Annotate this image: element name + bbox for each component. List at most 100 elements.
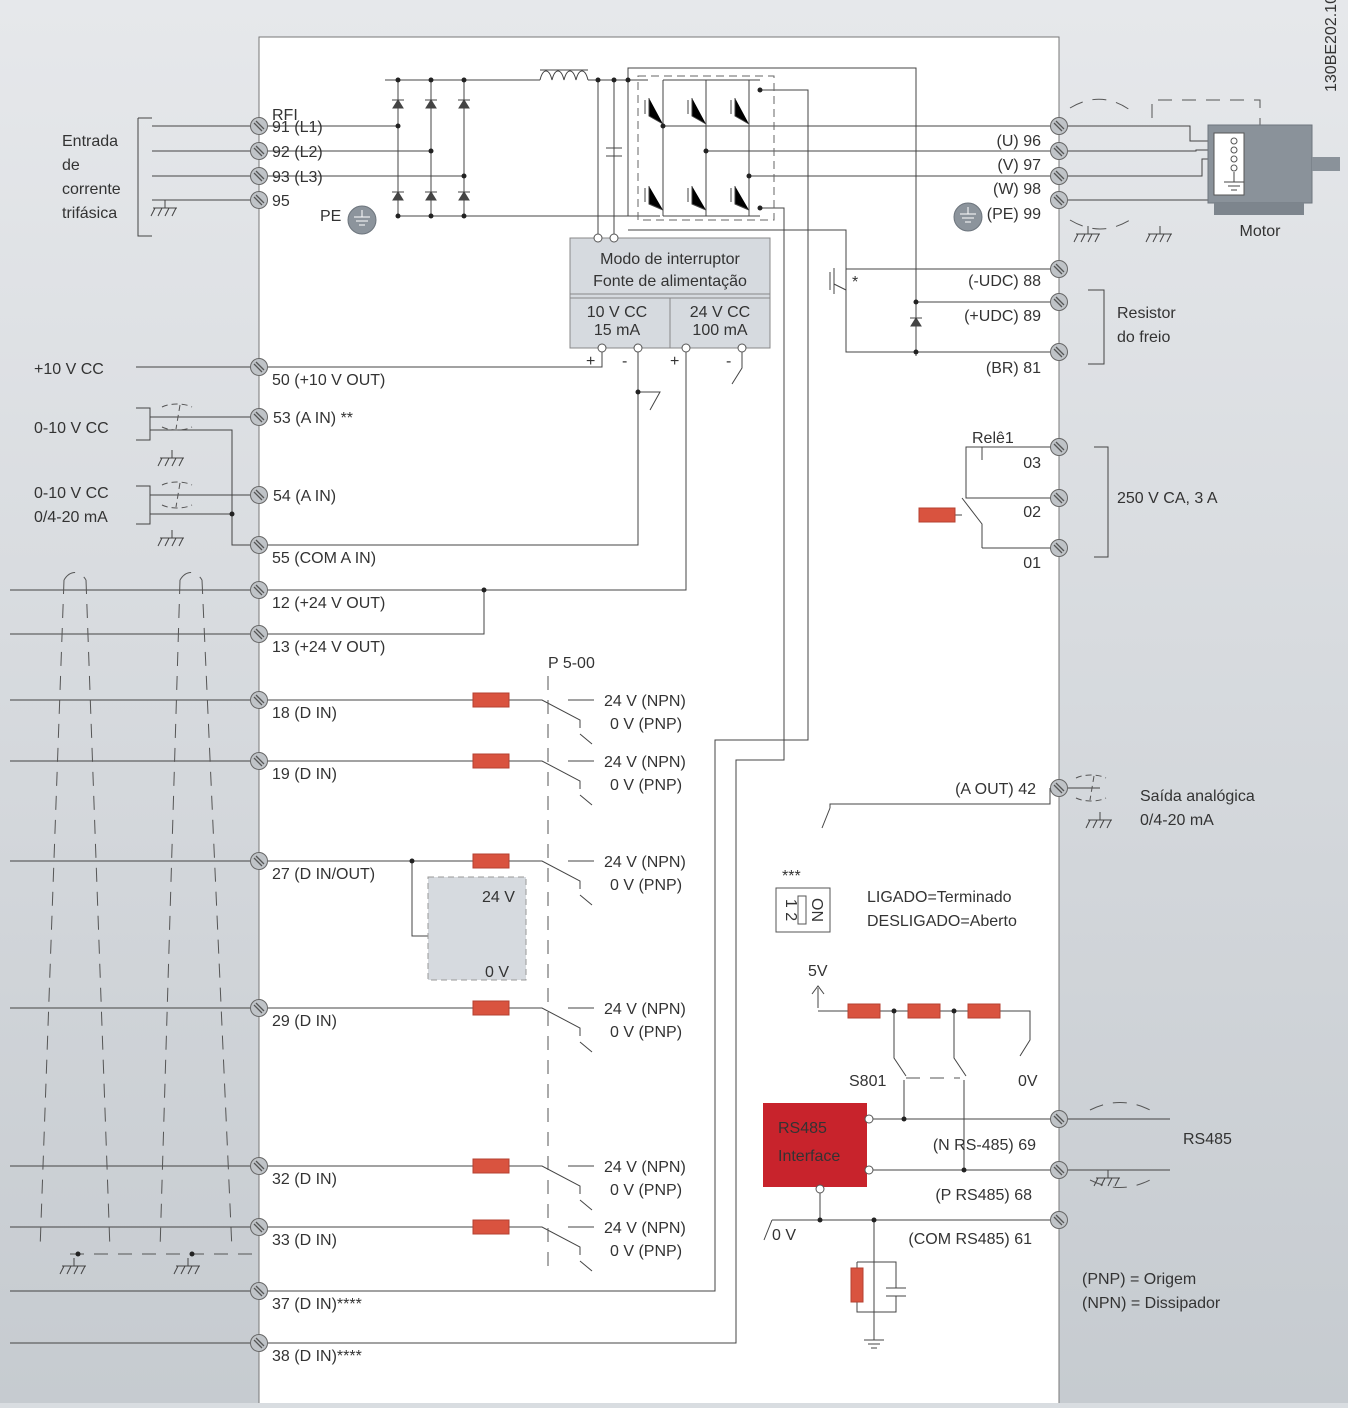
igbt-icon [730, 98, 750, 125]
motor-terminal-icon [1230, 164, 1238, 172]
terminal-right-12-screw [1053, 1164, 1065, 1176]
terminal-left-label: 93 (L3) [272, 169, 323, 186]
wire [136, 485, 151, 525]
dip-description: LIGADO=Terminado [867, 889, 1012, 906]
sw27-0v-label: 0 V [485, 964, 509, 981]
terminal-left-10 [250, 691, 268, 709]
terminal-left-label: 91 (L1) [272, 119, 323, 136]
wire [509, 1007, 594, 1053]
diode-icon [458, 99, 470, 109]
junction-dot [428, 213, 434, 219]
terminal-left-label: 38 (D IN)**** [272, 1348, 362, 1365]
terminal-right-0-screw [1053, 120, 1065, 132]
input-resistor [472, 1000, 510, 1016]
supply-label: trifásica [62, 205, 117, 222]
junction-dot [189, 1251, 195, 1257]
terminal-right-1-screw [1053, 145, 1065, 157]
terminal-left-12-screw [253, 855, 265, 867]
terminal-right-label: (-UDC) 88 [968, 273, 1041, 290]
terminal-right-5 [1050, 293, 1068, 311]
wire [509, 860, 594, 906]
rs485-pin-icon [864, 1165, 874, 1175]
brake-resistor-label: do freio [1117, 329, 1170, 346]
pnp-label: 0 V (PNP) [610, 1182, 682, 1199]
npn-label: 24 V (NPN) [604, 693, 686, 710]
igbt-icon [644, 186, 664, 211]
junction-dot [229, 511, 235, 517]
terminal-right-11-screw [1053, 1113, 1065, 1125]
terminal-left-4 [250, 358, 268, 376]
terminal-left-16-screw [253, 1285, 265, 1297]
wire [509, 1165, 594, 1211]
psu-ch1-label: 15 mA [594, 322, 641, 339]
terminal-right-6-screw [1053, 346, 1065, 358]
junction-dot [461, 77, 467, 83]
terminal-left-label: 92 (L2) [272, 144, 323, 161]
junction-dot [595, 77, 601, 83]
pnp-label: 0 V (PNP) [610, 877, 682, 894]
protective-earth-lines [960, 207, 976, 223]
psu-pin-icon [681, 343, 691, 353]
npn-label: 24 V (NPN) [604, 1220, 686, 1237]
terminal-right-label: 03 [1023, 455, 1041, 472]
junction-dot [635, 389, 641, 395]
terminal-right-10-screw [1053, 782, 1065, 794]
bias-resistor [907, 1003, 941, 1019]
terminal-left-7-screw [253, 539, 265, 551]
p500-label: P 5-00 [548, 655, 595, 672]
rfi-label: RFI [272, 107, 298, 124]
terminal-left-2 [250, 167, 268, 185]
terminal-left-label: 13 (+24 V OUT) [272, 639, 385, 656]
psu-title: Modo de interruptor [600, 251, 740, 268]
terminal-right-label: 02 [1023, 504, 1041, 521]
diode-icon [392, 191, 404, 201]
terminal-left-label: 12 (+24 V OUT) [272, 595, 385, 612]
terminal-left-label: 53 (A IN) ** [273, 410, 353, 427]
brake-igbt-icon [829, 268, 847, 294]
terminal-right-2-screw [1053, 170, 1065, 182]
motor-terminal-box [1213, 132, 1245, 196]
terminal-left-11-screw [253, 755, 265, 767]
wire [150, 429, 250, 546]
terminal-left-5 [250, 408, 268, 426]
igbt-icon [687, 186, 707, 211]
psu-in-pin-icon [593, 233, 603, 243]
motor-terminal-icon [1230, 146, 1238, 154]
wire [821, 788, 1051, 829]
junction-dot [746, 173, 752, 179]
chassis-ground-icon [1073, 226, 1100, 243]
wire [731, 352, 743, 385]
junction-dot [428, 148, 434, 154]
wire [961, 447, 1050, 549]
diagram-id: 130BE202.10 [1323, 0, 1340, 92]
rs485-label: RS485 [1183, 1131, 1232, 1148]
terminal-left-3-screw [253, 194, 265, 206]
terminal-right-label: (V) 97 [997, 157, 1041, 174]
dip-pos-label: 1 2 [782, 899, 799, 921]
terminal-left-16 [250, 1282, 268, 1300]
rs485-pin-icon [815, 1184, 825, 1194]
pnp-label: 0 V (PNP) [610, 777, 682, 794]
terminal-right-label: (COM RS485) 61 [908, 1231, 1032, 1248]
dip-description: DESLIGADO=Aberto [867, 913, 1017, 930]
terminal-left-11 [250, 752, 268, 770]
junction-dot [901, 1116, 907, 1122]
legend-text: (PNP) = Origem [1082, 1271, 1196, 1288]
rs485-interface-box [763, 1103, 867, 1187]
wire [585, 80, 660, 217]
motor-feet [1214, 203, 1304, 215]
terminal-right-label: (N RS-485) 69 [933, 1137, 1036, 1154]
diode-icon [392, 99, 404, 109]
terminal-left-17-screw [253, 1337, 265, 1349]
wire [811, 985, 825, 1008]
wire [509, 699, 594, 745]
terminals [250, 117, 1068, 1352]
terminal-right-8 [1050, 489, 1068, 507]
psu-in-pin-icon [609, 233, 619, 243]
brake-diode-icon [910, 317, 922, 327]
protective-earth-lines [354, 210, 370, 226]
terminal-right-label: (W) 98 [993, 181, 1041, 198]
shield-lines [39, 98, 1261, 1270]
sw27-24v-label: 24 V [482, 889, 515, 906]
